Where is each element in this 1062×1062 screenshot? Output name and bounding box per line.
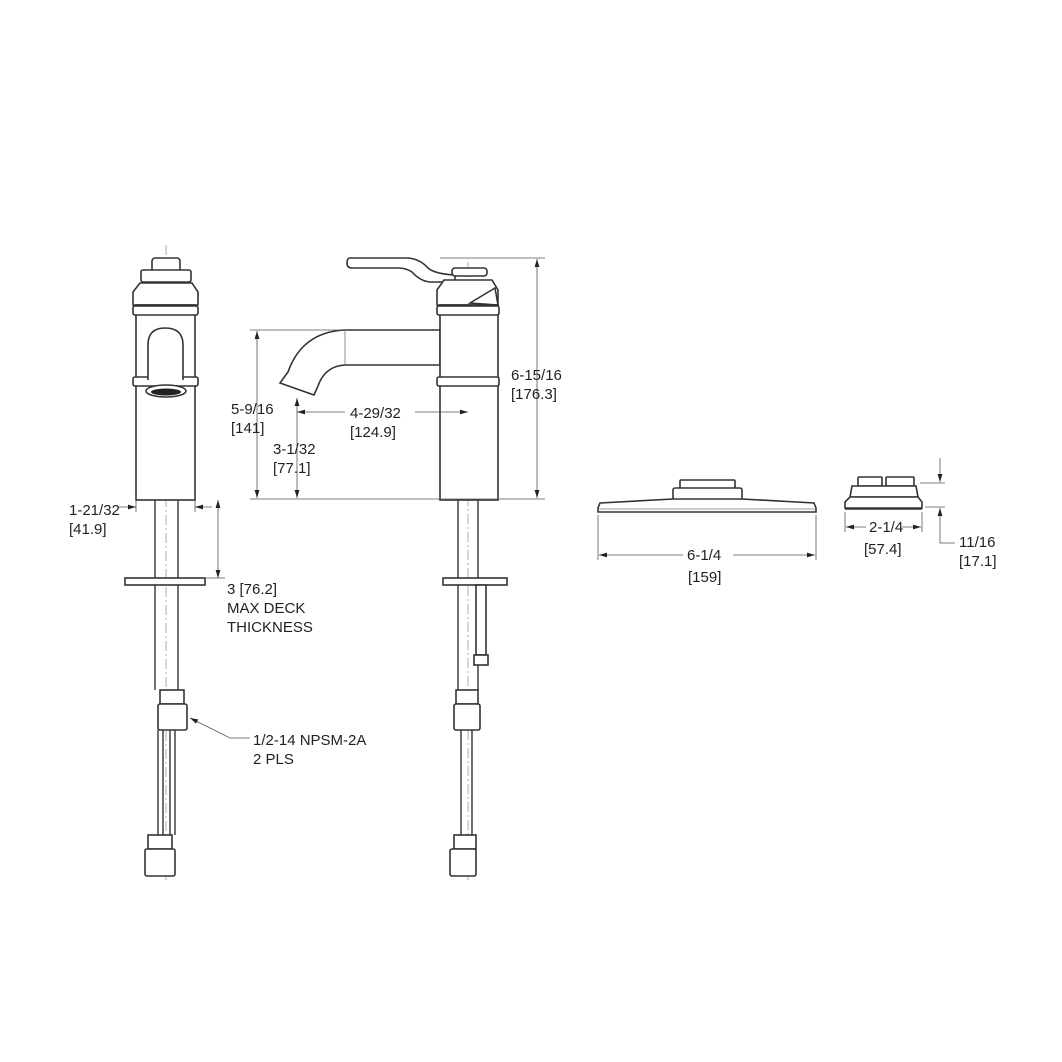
dim-max-deck-label: MAX DECK (227, 600, 305, 617)
dim-overall-height-inch: 6-15/16 (511, 367, 562, 384)
dim-escutcheon-width-mm: [57.4] (864, 541, 902, 558)
dim-max-deck: 3 [76.2] (227, 581, 277, 598)
dim-aerator-height-inch: 3-1/32 (273, 441, 316, 458)
side-view: 1-21/32 [41.9] 3 [76.2] MAX DECK THICKNE… (69, 245, 366, 880)
escutcheon-view: 2-1/4 [57.4] 11/16 [17.1] (844, 458, 997, 570)
dim-body-width-inch: 1-21/32 (69, 502, 120, 519)
dim-deck-plate-width-inch: 6-1/4 (687, 547, 721, 564)
front-view: 5-9/16 [141] 3-1/32 [77.1] 4-29/32 [124.… (231, 257, 562, 880)
connection-spec: 1/2-14 NPSM-2A (253, 732, 366, 749)
dim-aerator-height-mm: [77.1] (273, 460, 311, 477)
dim-escutcheon-height-inch: 11/16 (959, 534, 995, 551)
dim-max-deck-label2: THICKNESS (227, 619, 313, 636)
dim-escutcheon-width-inch: 2-1/4 (869, 519, 903, 536)
dim-spout-reach-inch: 4-29/32 (350, 405, 401, 422)
deck-plate-view: 6-1/4 [159] (597, 479, 817, 586)
connection-count: 2 PLS (253, 751, 294, 768)
dim-spout-reach-mm: [124.9] (350, 424, 396, 441)
dim-overall-height-mm: [176.3] (511, 386, 557, 403)
dim-escutcheon-height-mm: [17.1] (959, 553, 997, 570)
dim-body-width-mm: [41.9] (69, 521, 107, 538)
dim-deck-plate-width-mm: [159] (688, 569, 721, 586)
dim-spout-height-mm: [141] (231, 420, 264, 437)
dim-spout-height-inch: 5-9/16 (231, 401, 274, 418)
